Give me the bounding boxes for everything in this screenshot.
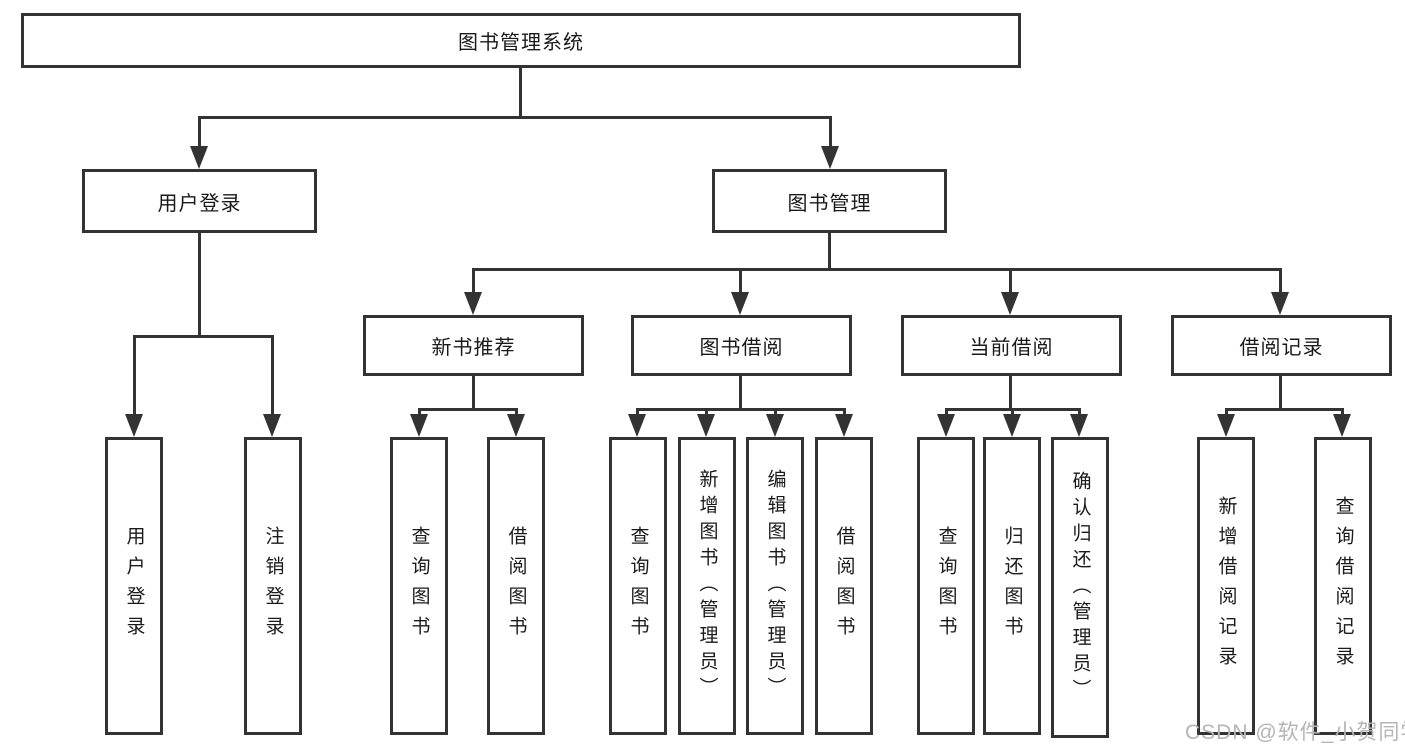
- leaf-bb-borrow-books: 借阅图书: [815, 437, 873, 735]
- connector-g4-stem: [1009, 376, 1012, 411]
- connector-level2-hline: [198, 116, 832, 119]
- node-current-borrow-label: 当前借阅: [969, 337, 1054, 359]
- leaf-nbr-borrow-books-label: 借阅图书: [505, 526, 527, 646]
- connector-bb-stem: [739, 268, 742, 294]
- connector-g5-s2: [1341, 408, 1344, 417]
- leaf-bb-query-books-label: 查询图书: [627, 526, 649, 646]
- connector-g3-hline: [636, 408, 846, 411]
- connector-g2-stem: [472, 376, 475, 411]
- connector-g2-s2: [515, 408, 518, 417]
- arrow-down-icon: [125, 414, 143, 437]
- connector-g1-right-stem: [271, 335, 274, 416]
- leaf-br-query-record: 查询借阅记录: [1314, 437, 1372, 735]
- arrow-down-icon: [821, 146, 839, 169]
- connector-g1-hline: [133, 335, 274, 338]
- node-borrow-records-label: 借阅记录: [1239, 337, 1324, 359]
- connector-cb-stem: [1009, 268, 1012, 294]
- arrow-down-icon: [697, 414, 715, 437]
- arrow-down-icon: [1003, 414, 1021, 437]
- connector-l3-hline: [472, 268, 1282, 271]
- arrow-down-icon: [1070, 414, 1088, 437]
- arrow-down-icon: [410, 414, 428, 437]
- connector-g1-stem: [198, 233, 201, 338]
- connector-book-mgmt-stem: [829, 116, 832, 148]
- connector-g3-s1: [636, 408, 639, 417]
- connector-g2-hline: [418, 408, 518, 411]
- branch-user-login: 用户登录: [82, 169, 317, 233]
- connector-g1-left-stem: [133, 335, 136, 416]
- connector-nbr-stem: [472, 268, 475, 294]
- node-borrow-records: 借阅记录: [1171, 315, 1392, 376]
- leaf-nbr-borrow-books: 借阅图书: [487, 437, 545, 735]
- branch-book-management-label: 图书管理: [787, 192, 872, 215]
- connector-g4-s1: [945, 408, 948, 417]
- connector-g5-s1: [1225, 408, 1228, 417]
- arrow-down-icon: [1217, 414, 1235, 437]
- leaf-cb-query-books-label: 查询图书: [935, 526, 957, 646]
- leaf-bb-borrow-books-label: 借阅图书: [833, 526, 855, 646]
- connector-br-stem: [1279, 268, 1282, 294]
- arrow-down-icon: [507, 414, 525, 437]
- arrow-down-icon: [835, 414, 853, 437]
- root-node-label: 图书管理系统: [458, 32, 584, 54]
- leaf-bb-edit-book-admin: 编辑图书（管理员）: [746, 437, 804, 735]
- leaf-user-login: 用户登录: [105, 437, 163, 735]
- node-book-borrow: 图书借阅: [631, 315, 852, 376]
- leaf-cb-query-books: 查询图书: [917, 437, 975, 735]
- node-new-book-recommend-label: 新书推荐: [431, 337, 516, 359]
- leaf-bb-edit-book-admin-label: 编辑图书（管理员）: [764, 469, 786, 703]
- connector-user-login-stem: [198, 116, 201, 148]
- leaf-br-add-record-label: 新增借阅记录: [1215, 496, 1237, 676]
- connector-g4-s3: [1078, 408, 1081, 417]
- connector-root-stem: [519, 68, 522, 116]
- branch-book-management: 图书管理: [712, 169, 947, 233]
- node-current-borrow: 当前借阅: [901, 315, 1122, 376]
- arrow-down-icon: [1333, 414, 1351, 437]
- leaf-user-login-label: 用户登录: [123, 526, 145, 646]
- leaf-br-add-record: 新增借阅记录: [1197, 437, 1255, 735]
- connector-g4-s2: [1011, 408, 1014, 417]
- arrow-down-icon: [464, 292, 482, 315]
- arrow-down-icon: [766, 414, 784, 437]
- branch-user-login-label: 用户登录: [157, 192, 242, 215]
- arrow-down-icon: [190, 146, 208, 169]
- leaf-bb-add-book-admin-label: 新增图书（管理员）: [696, 469, 718, 703]
- connector-g3-stem: [739, 376, 742, 411]
- arrow-down-icon: [1001, 292, 1019, 315]
- arrow-down-icon: [1271, 292, 1289, 315]
- watermark-text: CSDN @软件_小贺同学: [1185, 721, 1405, 744]
- connector-l3-stem: [828, 233, 831, 271]
- connector-g3-s2: [705, 408, 708, 417]
- leaf-bb-add-book-admin: 新增图书（管理员）: [678, 437, 736, 735]
- connector-g3-s4: [843, 408, 846, 417]
- leaf-bb-query-books: 查询图书: [609, 437, 667, 735]
- arrow-down-icon: [628, 414, 646, 437]
- arrow-down-icon: [731, 292, 749, 315]
- arrow-down-icon: [263, 414, 281, 437]
- leaf-logout-label: 注销登录: [262, 526, 284, 646]
- leaf-nbr-query-books-label: 查询图书: [408, 526, 430, 646]
- leaf-nbr-query-books: 查询图书: [390, 437, 448, 735]
- leaf-cb-return-books-label: 归还图书: [1001, 526, 1023, 646]
- connector-g5-stem: [1279, 376, 1282, 411]
- connector-g2-s1: [418, 408, 421, 417]
- node-new-book-recommend: 新书推荐: [363, 315, 584, 376]
- leaf-cb-return-books: 归还图书: [983, 437, 1041, 735]
- connector-g5-hline: [1225, 408, 1344, 411]
- node-book-borrow-label: 图书借阅: [699, 337, 784, 359]
- leaf-cb-confirm-return-admin-label: 确认归还（管理员）: [1069, 470, 1091, 705]
- leaf-logout: 注销登录: [244, 437, 302, 735]
- connector-g3-s3: [774, 408, 777, 417]
- root-node: 图书管理系统: [21, 13, 1021, 68]
- leaf-cb-confirm-return-admin: 确认归还（管理员）: [1051, 437, 1109, 738]
- leaf-br-query-record-label: 查询借阅记录: [1332, 496, 1354, 676]
- arrow-down-icon: [937, 414, 955, 437]
